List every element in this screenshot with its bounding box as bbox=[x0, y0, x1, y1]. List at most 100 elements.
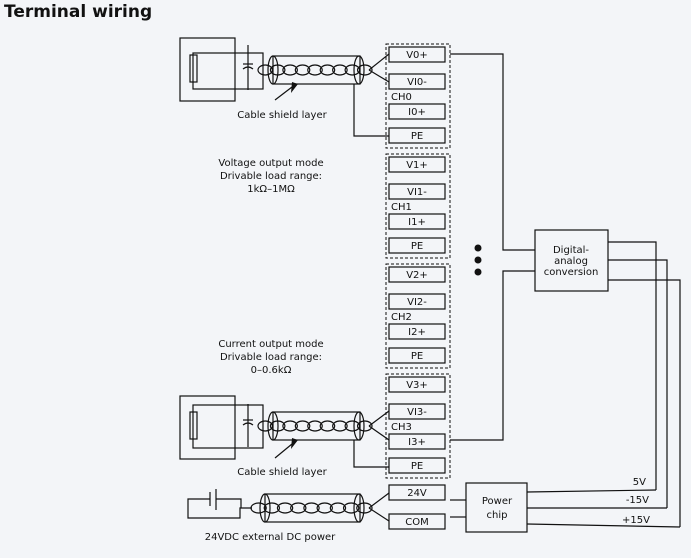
shielded-cable-top bbox=[257, 53, 390, 137]
twisted-pair-loop bbox=[257, 420, 274, 432]
svg-text:1kΩ–1MΩ: 1kΩ–1MΩ bbox=[247, 184, 295, 195]
terminal-label: VI1- bbox=[407, 187, 427, 198]
twisted-pair-loop bbox=[329, 502, 347, 514]
terminal-label: VI3- bbox=[407, 407, 427, 418]
cable-shield-label-bottom: Cable shield layer bbox=[237, 467, 327, 478]
terminal-label: PE bbox=[411, 131, 423, 142]
rail-5v: 5V bbox=[633, 477, 646, 488]
twisted-pair-loop bbox=[342, 502, 360, 514]
terminal-label: I0+ bbox=[408, 107, 426, 118]
page-title: Terminal wiring bbox=[4, 2, 153, 22]
twisted-pair-loop bbox=[356, 420, 373, 432]
twisted-pair-loop bbox=[332, 64, 348, 76]
channel-1: V1+ VI1- I1+ PE CH1 bbox=[385, 153, 451, 259]
shielded-cable-bottom bbox=[257, 410, 390, 468]
twisted-pair-loop bbox=[344, 64, 361, 76]
twisted-pair-loop bbox=[282, 64, 298, 76]
terminal-label: VI2- bbox=[407, 297, 427, 308]
twisted-pair-loop bbox=[316, 502, 333, 514]
svg-text:Power: Power bbox=[482, 496, 513, 507]
power-chip-block: Power chip bbox=[465, 482, 528, 533]
twisted-pair-loop bbox=[269, 420, 286, 432]
rail-pos15v: +15V bbox=[622, 515, 650, 526]
shielded-cable-power bbox=[250, 492, 390, 523]
channel-label: CH1 bbox=[391, 202, 412, 213]
terminal-label: I2+ bbox=[408, 327, 426, 338]
svg-text:Voltage output mode: Voltage output mode bbox=[218, 158, 323, 169]
channel-frame bbox=[385, 43, 451, 149]
terminal-label: PE bbox=[411, 351, 423, 362]
terminal-vi1 bbox=[388, 183, 446, 200]
dc-battery bbox=[187, 489, 252, 519]
twisted-pair-loop bbox=[356, 502, 373, 514]
twisted-pair-loop bbox=[290, 502, 307, 514]
twisted-pair-loop bbox=[269, 64, 286, 76]
cable-shield-label-top: Cable shield layer bbox=[237, 110, 327, 121]
twisted-pair-loop bbox=[307, 420, 323, 432]
terminal-label: VI0- bbox=[407, 77, 427, 88]
current-load-device bbox=[179, 395, 264, 460]
channel-frame bbox=[385, 153, 451, 259]
svg-text:analog: analog bbox=[554, 256, 588, 267]
dac-block: Digital- analog conversion bbox=[534, 229, 609, 292]
terminal-label: I1+ bbox=[408, 217, 426, 228]
terminal-pe bbox=[388, 237, 446, 254]
twisted-pair-loop bbox=[303, 502, 320, 514]
twisted-pair-loop bbox=[276, 502, 294, 514]
channel-label: CH2 bbox=[391, 312, 412, 323]
terminal-i2 bbox=[388, 323, 446, 340]
channel-3: V3+ VI3- I3+ PE CH3 bbox=[385, 373, 451, 479]
power-terminal-label: COM bbox=[405, 517, 428, 528]
svg-text:Current output mode: Current output mode bbox=[218, 339, 323, 350]
channel-label: CH3 bbox=[391, 422, 412, 433]
voltage-mode-note: Voltage output mode Drivable load range:… bbox=[218, 158, 323, 195]
twisted-pair-loop bbox=[294, 64, 311, 76]
terminal-label: V1+ bbox=[406, 160, 428, 171]
twisted-pair-loop bbox=[257, 64, 274, 76]
terminal-label: V2+ bbox=[406, 270, 428, 281]
channel-2: V2+ VI2- I2+ PE CH2 bbox=[385, 263, 451, 369]
terminal-label: PE bbox=[411, 461, 423, 472]
terminal-v1 bbox=[388, 156, 446, 173]
terminal-i3 bbox=[388, 433, 446, 450]
terminal-i1 bbox=[388, 213, 446, 230]
twisted-pair-loop bbox=[294, 420, 311, 432]
svg-text:conversion: conversion bbox=[544, 267, 599, 278]
terminal-pe bbox=[388, 347, 446, 364]
terminal-label: V0+ bbox=[406, 50, 428, 61]
power-terminal-24v bbox=[388, 484, 446, 501]
channel-label: CH0 bbox=[391, 92, 412, 103]
dc-power-label: 24VDC external DC power bbox=[205, 532, 336, 543]
twisted-pair-loop bbox=[356, 64, 373, 76]
more-channels-dots bbox=[474, 244, 482, 276]
twisted-pair-loop bbox=[319, 420, 336, 432]
channel-0: V0+ VI0- I0+ PE CH0 bbox=[385, 43, 451, 149]
channel-frame bbox=[385, 263, 451, 369]
twisted-pair-loop bbox=[263, 502, 281, 514]
terminal-label: PE bbox=[411, 241, 423, 252]
terminal-i0 bbox=[388, 103, 446, 120]
terminal-v2 bbox=[388, 266, 446, 283]
svg-text:Digital-: Digital- bbox=[553, 245, 589, 256]
current-mode-note: Current output mode Drivable load range:… bbox=[218, 339, 323, 376]
channel-frame bbox=[385, 373, 451, 479]
twisted-pair-loop bbox=[344, 420, 361, 432]
power-terminal-com bbox=[388, 513, 446, 530]
twisted-pair-loop bbox=[250, 502, 267, 514]
twisted-pair-loop bbox=[282, 420, 298, 432]
terminal-label: I3+ bbox=[408, 437, 426, 448]
power-terminal-label: 24V bbox=[407, 488, 427, 499]
svg-text:chip: chip bbox=[487, 510, 508, 521]
svg-text:Drivable load range:: Drivable load range: bbox=[220, 352, 322, 363]
svg-text:Drivable load range:: Drivable load range: bbox=[220, 171, 322, 182]
svg-text:0–0.6kΩ: 0–0.6kΩ bbox=[251, 365, 292, 376]
terminal-v3 bbox=[388, 376, 446, 393]
terminal-label: V3+ bbox=[406, 380, 428, 391]
twisted-pair-loop bbox=[319, 64, 336, 76]
twisted-pair-loop bbox=[307, 64, 323, 76]
terminal-pe bbox=[388, 457, 446, 474]
voltage-load-device bbox=[179, 37, 264, 102]
rail-neg15v: -15V bbox=[626, 495, 649, 506]
terminal-vi2 bbox=[388, 293, 446, 310]
